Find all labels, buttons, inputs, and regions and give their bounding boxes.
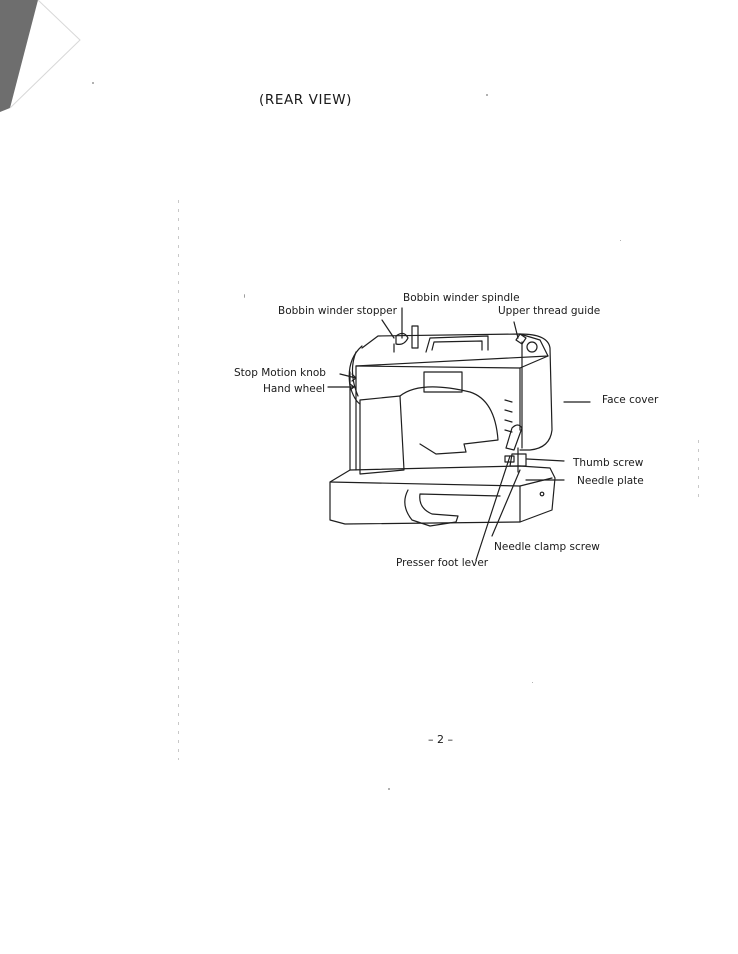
- label-bobbin-winder-stopper: Bobbin winder stopper: [278, 305, 397, 317]
- label-upper-thread-guide: Upper thread guide: [498, 305, 601, 317]
- label-hand-wheel: Hand wheel: [263, 383, 326, 395]
- scan-speck: [244, 294, 245, 298]
- scan-speck: [92, 82, 94, 84]
- page-corner-fold: [0, 0, 81, 112]
- scan-speck: [388, 788, 390, 790]
- scan-speck: [486, 94, 488, 96]
- label-thumb-screw: Thumb screw: [573, 457, 644, 469]
- label-stop-motion-knob: Stop Motion knob: [234, 367, 326, 379]
- scan-speck: [620, 240, 621, 241]
- page-number: – 2 –: [428, 733, 453, 746]
- scan-gutter-line: [698, 440, 699, 500]
- label-bobbin-winder-spindle: Bobbin winder spindle: [403, 292, 520, 304]
- label-presser-foot-lever: Presser foot lever: [396, 557, 489, 569]
- label-needle-clamp-screw: Needle clamp screw: [494, 541, 600, 553]
- label-needle-plate: Needle plate: [577, 475, 644, 487]
- scan-speck: [532, 682, 533, 683]
- scan-gutter-line: [178, 200, 179, 760]
- page-heading: (REAR VIEW): [259, 92, 353, 108]
- label-face-cover: Face cover: [602, 394, 659, 406]
